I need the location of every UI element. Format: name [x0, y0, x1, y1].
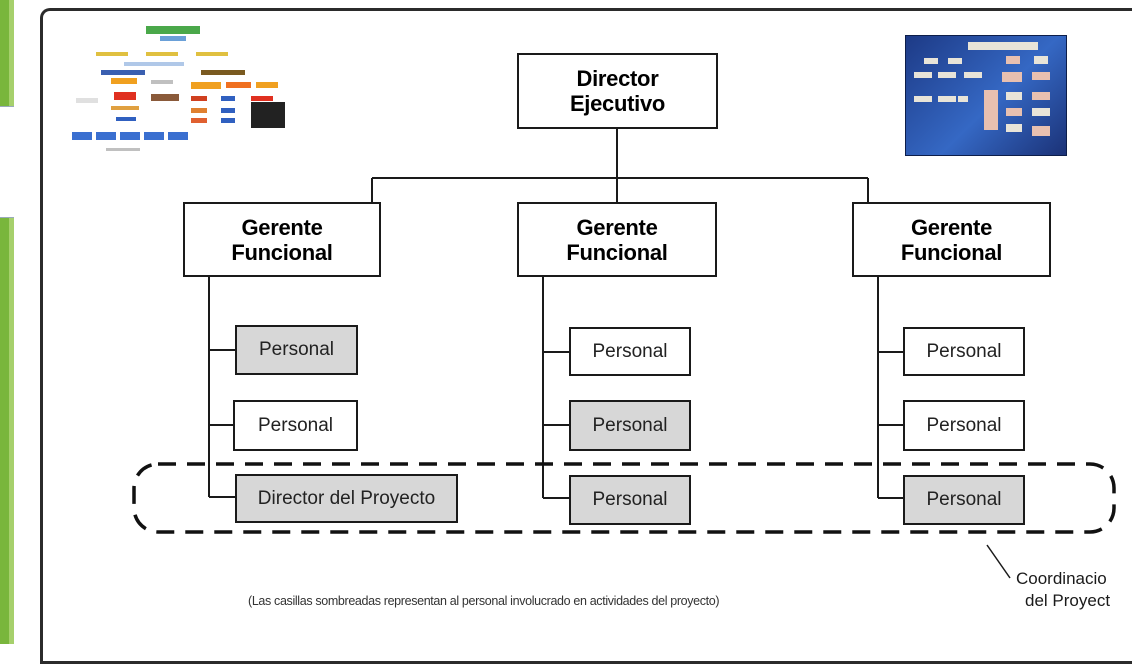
coordination-pointer [986, 544, 1011, 579]
gerente-line2: Funcional [566, 239, 668, 265]
project-director-box: Director del Proyecto [235, 474, 458, 523]
staff-label: Personal [258, 414, 333, 436]
blue-org-chart-thumbnail [905, 35, 1067, 156]
connector-lines [132, 128, 1116, 579]
shading-caption: (Las casillas sombreadas representan al … [248, 594, 720, 608]
gerente-funcional-box-3: Gerente Funcional [852, 202, 1051, 277]
director-ejecutivo-line1: Director [576, 66, 659, 91]
staff-label: Personal [592, 340, 668, 362]
gerente-line1: Gerente [910, 214, 993, 240]
gerente-line2: Funcional [900, 239, 1003, 265]
staff-label: Personal [592, 414, 668, 436]
staff-box: Personal [235, 325, 358, 375]
left-accent-strip-light [9, 0, 14, 644]
staff-box: Personal [569, 475, 691, 525]
director-ejecutivo-box: Director Ejecutivo [517, 53, 718, 129]
gerente-line1: Gerente [241, 214, 323, 240]
director-ejecutivo-line2: Ejecutivo [569, 91, 666, 116]
mini-org-chart-thumbnail [66, 22, 306, 162]
coordination-line2: del Proyect [1025, 591, 1111, 610]
staff-box: Personal [903, 475, 1025, 525]
staff-label: Personal [926, 414, 1002, 436]
staff-box: Personal [233, 400, 358, 451]
staff-label: Personal [259, 339, 334, 360]
gerente-funcional-box-2: Gerente Funcional [517, 202, 717, 277]
coordination-dashed-outline [132, 462, 1116, 534]
gerente-line1: Gerente [576, 214, 658, 240]
staff-box: Personal [569, 327, 691, 376]
staff-label: Personal [592, 489, 668, 510]
staff-box: Personal [903, 327, 1025, 376]
left-strip-gap [0, 106, 14, 218]
gerente-funcional-box-1: Gerente Funcional [183, 202, 381, 277]
staff-label: Director del Proyecto [257, 487, 436, 509]
coordination-line1: Coordinacio [1016, 569, 1107, 588]
staff-box: Personal [569, 400, 691, 451]
staff-label: Personal [926, 489, 1002, 510]
coordination-label: Coordinacio del Proyect [1016, 568, 1110, 612]
staff-box: Personal [903, 400, 1025, 451]
staff-label: Personal [926, 340, 1002, 362]
gerente-line2: Funcional [231, 239, 333, 265]
